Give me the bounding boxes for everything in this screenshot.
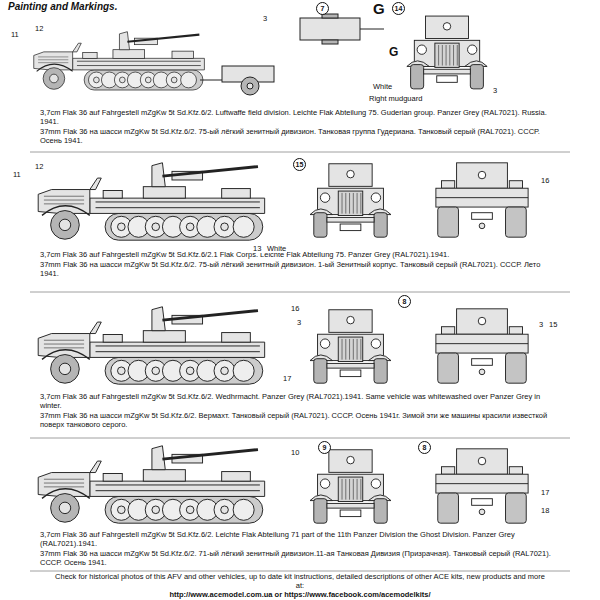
callout-number: 16 bbox=[290, 304, 300, 313]
callout-number: 15 bbox=[548, 320, 558, 329]
web-address: http://www.acemodel.com.ua or https://ww… bbox=[0, 590, 600, 599]
caption-block: 3,7cm Flak 36 auf Fahrgestell mZgKw 5t S… bbox=[40, 530, 560, 568]
callout-number: 3 bbox=[538, 320, 544, 329]
note-text: Right mudguard bbox=[368, 94, 423, 103]
callout-number: 17 bbox=[282, 374, 292, 383]
callout-number: 13 bbox=[252, 244, 262, 253]
caption-text: 3,7cm Flak 36 auf Fahrgestell mZgKw 5t S… bbox=[40, 392, 560, 410]
callout-number: 16 bbox=[540, 176, 550, 185]
callout-number: 12 bbox=[34, 162, 44, 171]
callout-number: 12 bbox=[34, 24, 44, 33]
note-text: White bbox=[372, 82, 393, 91]
callout-number: 18 bbox=[540, 506, 550, 515]
caption-text: 37mm Flak 36 на шасси mZgKw 5t Sd.Kfz.6/… bbox=[40, 411, 560, 429]
callout-number: 9 bbox=[318, 441, 331, 454]
caption-text: 37mm Flak 36 на шасси mZgKw 5t Sd.Kfz.6/… bbox=[40, 549, 560, 567]
callout-number: 3 bbox=[262, 14, 268, 23]
callout-number: 11 bbox=[10, 30, 20, 39]
callout-number: 3 bbox=[296, 318, 302, 327]
marking-letter: G bbox=[372, 1, 386, 17]
callout-number: 11 bbox=[12, 170, 22, 179]
callout-number: 8 bbox=[398, 295, 411, 308]
caption-block: 3,7cm Flak 36 auf Fahrgestell mZgKw 5t S… bbox=[40, 250, 560, 279]
caption-text: 37mm Flak 36 на шасси mZgKw 5t Sd.Kfz.6/… bbox=[40, 127, 560, 145]
callout-number: 7 bbox=[316, 2, 329, 15]
callout-number: 15 bbox=[293, 158, 306, 171]
caption-block: 3,7cm Flak 36 auf Fahrgestell mZgKw 5t S… bbox=[40, 392, 560, 430]
caption-text: 3,7cm Flak 36 auf Fahrgestell mZgKw 5t S… bbox=[40, 250, 560, 259]
note-text: White bbox=[266, 244, 287, 253]
callout-number: 3 bbox=[492, 86, 498, 95]
caption-text: 3,7cm Flak 36 auf Fahrgestell mZgKw 5t S… bbox=[40, 108, 560, 126]
caption-text: 37mm Flak 36 на шасси mZgKw 5t Sd.Kfz.6/… bbox=[40, 260, 560, 278]
caption-block: 3,7cm Flak 36 auf Fahrgestell mZgKw 5t S… bbox=[40, 108, 560, 146]
marking-letter: G bbox=[388, 46, 399, 59]
callout-number: 17 bbox=[540, 488, 550, 497]
caption-text: 3,7cm Flak 36 auf Fahrgestell mZgKw 5t S… bbox=[40, 530, 560, 548]
callout-number: 14 bbox=[392, 2, 405, 15]
page-title: Painting and Markings. bbox=[8, 1, 117, 12]
footer-note: Check for historical photos of this AFV … bbox=[50, 573, 550, 590]
callout-number: 10 bbox=[290, 448, 300, 457]
callout-number: 8 bbox=[418, 441, 431, 454]
